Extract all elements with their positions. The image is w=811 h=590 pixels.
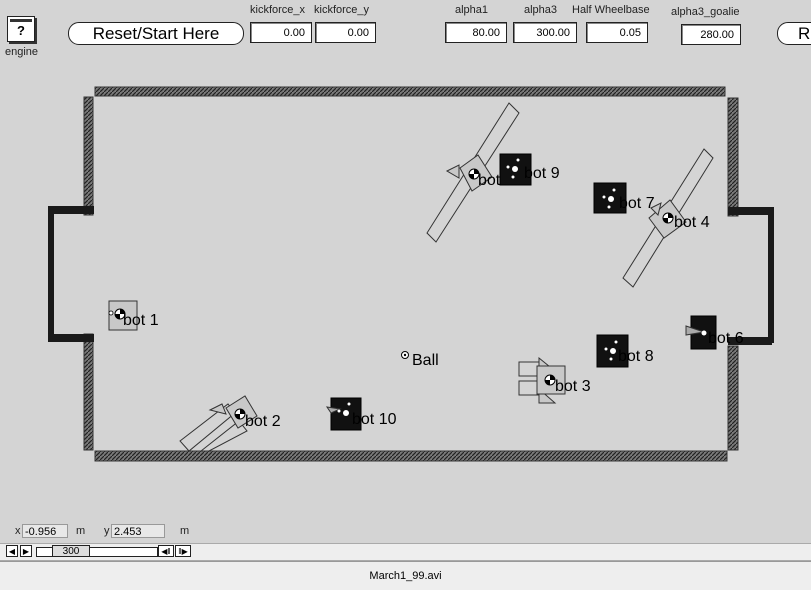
bot-4: bot 4 — [648, 199, 710, 239]
alpha1-label: alpha1 — [455, 4, 489, 16]
kickforce-y-field[interactable]: 0.00 — [315, 22, 376, 43]
left-goal — [48, 206, 94, 342]
triangle-right-icon: ▶ — [22, 547, 30, 556]
triangle-left-icon: ◀ — [8, 547, 16, 556]
bot-label: bot 8 — [618, 348, 654, 365]
field-boundary — [83, 86, 739, 462]
bot-2: bot 2 — [208, 395, 281, 430]
status-bar: March1_99.avi — [0, 561, 811, 590]
bot-3: bot 3 — [518, 356, 591, 404]
bot-label: bot 7 — [619, 195, 655, 212]
engine-label: engine — [5, 46, 39, 58]
kickforce-x-label: kickforce_x — [250, 4, 306, 16]
ball: Ball — [401, 351, 439, 369]
status-filename: March1_99.avi — [369, 570, 442, 582]
kick-traces — [179, 102, 714, 452]
alpha3-goalie-label: alpha3_goalie — [671, 6, 740, 18]
bot-label: bot 4 — [674, 214, 710, 231]
kickforce-y-label: kickforce_y — [314, 4, 370, 16]
x-unit-label: m — [76, 525, 86, 537]
x-coord-label: x — [15, 525, 21, 537]
bot-6: bot 6 — [685, 315, 744, 350]
y-coord-label: y — [104, 525, 110, 537]
bot-label: bot 2 — [245, 413, 281, 430]
bot-1: bot 1 — [108, 300, 159, 331]
rewind-icon: ◀‖ — [161, 547, 171, 556]
ball-label: Ball — [412, 352, 439, 369]
y-unit-label: m — [180, 525, 190, 537]
bot-label: bot 1 — [123, 312, 159, 329]
bot-9: bot 9 — [499, 153, 560, 186]
x-coord-value: -0.956 — [22, 524, 68, 538]
r-button[interactable]: R — [777, 22, 811, 45]
bot-10: bot 10 — [325, 397, 397, 431]
kickforce-x-field[interactable]: 0.00 — [250, 22, 312, 43]
fast-forward-icon: ‖▶ — [178, 547, 188, 556]
y-coord-value: 2.453 — [111, 524, 165, 538]
alpha3-label: alpha3 — [524, 4, 558, 16]
playback-bar: ◀ ▶ 300 ◀‖ ‖▶ — [0, 543, 811, 561]
half-wheelbase-field[interactable]: 0.05 — [586, 22, 648, 43]
alpha1-field[interactable]: 80.00 — [445, 22, 507, 43]
step-forward-button[interactable]: ▶ — [20, 545, 32, 557]
alpha3-field[interactable]: 300.00 — [513, 22, 577, 43]
rewind-button[interactable]: ◀‖ — [158, 545, 174, 557]
bot-label: bot 9 — [524, 165, 560, 182]
right-goal — [728, 207, 774, 345]
reset-button[interactable]: Reset/Start Here — [68, 22, 244, 45]
bot-label: bot 3 — [555, 378, 591, 395]
engine-button[interactable]: ? — [7, 16, 35, 42]
help-icon: ? — [17, 23, 25, 38]
bot-7: bot 7 — [593, 182, 655, 214]
bot-8: bot 8 — [596, 334, 654, 368]
bot-label: bot 10 — [352, 411, 397, 428]
alpha3-goalie-field[interactable]: 280.00 — [681, 24, 741, 45]
fast-forward-button[interactable]: ‖▶ — [175, 545, 191, 557]
half-wheelbase-label: Half Wheelbase — [572, 4, 650, 16]
frame-slider-track[interactable] — [36, 547, 158, 557]
step-back-button[interactable]: ◀ — [6, 545, 18, 557]
frame-slider-thumb[interactable]: 300 — [52, 545, 90, 557]
bot-label: bot 6 — [708, 330, 744, 347]
